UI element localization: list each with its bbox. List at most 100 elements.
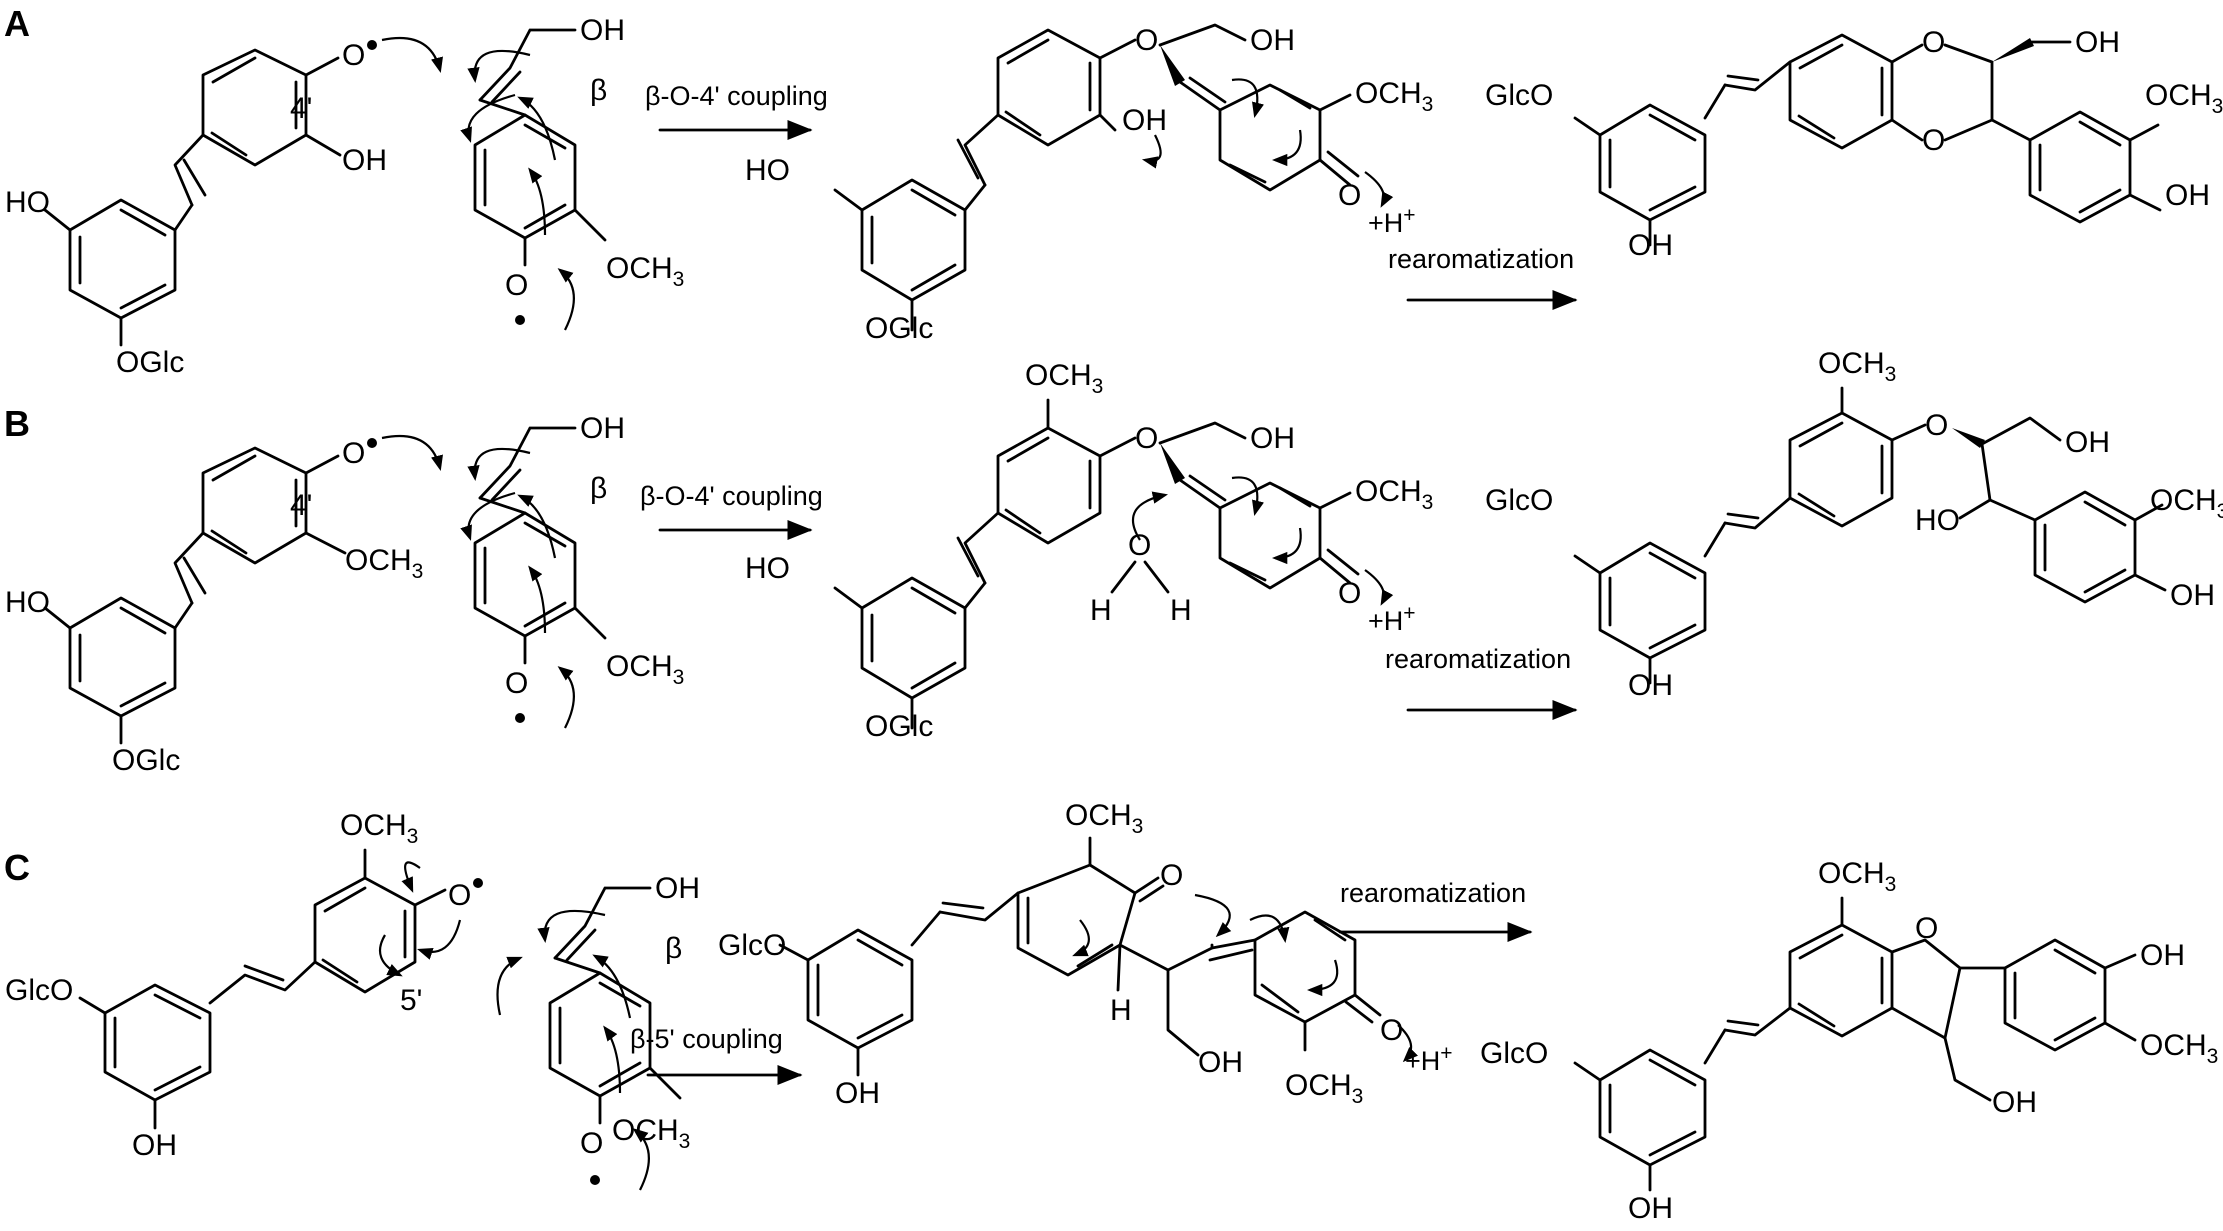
label-oh: OH [1992,1086,2037,1119]
radical-dot-icon [515,713,525,723]
curly-arrow-icon [1249,914,1290,944]
step-label-coupling: β-5' coupling [630,1024,783,1054]
label-o: O [505,667,528,700]
curly-arrow-icon [528,565,547,634]
curly-arrow-icon [557,666,575,729]
step-label-rearomatization: rearomatization [1340,878,1526,908]
label-oh: OH [1250,24,1295,57]
label-h: H [1170,594,1192,627]
label-o: O [1135,24,1158,57]
label-och3: OCH3 [1818,857,1896,896]
stilbene-radical-b: O 4' OCH3 HO OGlc [5,437,423,777]
stilbene-radical-a: O 4' OH HO OGlc [5,39,387,379]
curly-arrow-icon [467,447,531,482]
label-ho: HO [745,552,790,585]
label-o: O [1922,26,1945,59]
coniferyl-radical-a: OH β OCH3 O [473,14,684,325]
label-och3: OCH3 [2140,1029,2218,1068]
label-oh: OH [132,1129,177,1162]
label-oh: OH [1122,104,1167,137]
curly-arrow-icon [1231,476,1264,516]
label-o: O [1338,179,1361,212]
label-och3: OCH3 [1355,77,1433,116]
electron-flow-c [378,861,650,1191]
curly-arrow-icon [528,167,547,236]
label-oh: OH [1628,1192,1673,1225]
curly-arrow-icon [460,93,516,143]
label-oh: OH [580,14,625,47]
label-och3: OCH3 [345,544,423,583]
curly-arrow-icon [401,861,421,893]
label-o: O [1135,422,1158,455]
curly-arrow-icon [517,494,557,559]
curly-arrow-icon [417,919,462,960]
label-glco: GlcO [1480,1037,1548,1070]
label-och3: OCH3 [612,1114,690,1153]
label-och3: OCH3 [1025,359,1103,398]
step-label-rearomatization: rearomatization [1385,644,1571,674]
curly-arrow-icon [1194,893,1232,938]
label-oh: OH [580,412,625,445]
curly-arrow-icon [381,434,443,471]
label-4prime: 4' [290,92,312,125]
curly-arrow-icon [1131,491,1169,541]
label-h: H [1090,594,1112,627]
label-och3: OCH3 [1355,475,1433,514]
label-oglc: OGlc [865,312,933,345]
label-oglc: OGlc [116,346,184,379]
dihydrobenzofuran-product-c: OCH3 O OH OH OCH3 GlcO OH [1480,857,2218,1225]
label-glco: GlcO [1485,484,1553,517]
label-5prime: 5' [400,984,422,1017]
quinone-methide-b: OCH3 O OH OCH3 O H O H HO OGlc +H+ [745,359,1433,743]
label-och3: OCH3 [606,650,684,689]
electron-flow-b [381,434,575,729]
label-oglc: OGlc [865,710,933,743]
label-o: O [1925,409,1948,442]
label-proton: +H+ [1405,1042,1453,1076]
curly-arrow-icon [1072,919,1090,957]
label-ho: HO [1915,504,1960,537]
label-o: O [448,879,471,912]
curly-arrow-icon [460,491,516,541]
stilbene-radical-c: OCH3 O 5' GlcO OH [5,809,483,1162]
quinone-methide-a: O OH OCH3 O OH HO OGlc +H+ [745,23,1433,345]
label-och3: OCH3 [2145,79,2223,118]
step-label-coupling: β-O-4' coupling [640,481,823,511]
label-proton: +H+ [1368,602,1416,636]
panel-c: C OCH3 O 5' GlcO OH OH β OCH3 O [4,799,2218,1225]
label-oh: OH [2165,179,2210,212]
label-o: O [1380,1014,1403,1047]
curly-arrow-icon [603,1025,622,1094]
panel-b: B O 4' OCH3 HO OGlc OH β OCH3 O [4,347,2223,777]
label-o: O [1915,912,1938,945]
label-oglc: OGlc [112,744,180,777]
label-oh: OH [2075,26,2120,59]
benzodioxane-product-a: O O OH OCH3 OH GlcO OH [1485,26,2223,262]
curly-arrow-icon [381,36,443,73]
panel-letter-b: B [4,403,30,444]
label-o: O [342,437,365,470]
label-oh: OH [1628,229,1673,262]
glycerol-ether-product-b: OCH3 O OH HO OCH3 OH GlcO OH [1485,347,2223,702]
radical-dot-icon [590,1175,600,1185]
label-proton: +H+ [1368,204,1416,238]
curly-arrow-icon [1271,527,1302,565]
label-ho: HO [5,186,50,219]
radical-dot-icon [515,315,525,325]
quinone-methide-c: OCH3 O H OH O OCH3 GlcO OH +H+ [718,799,1453,1110]
curly-arrow-icon [1141,134,1162,169]
curly-arrow-icon [537,909,606,944]
label-och3: OCH3 [2150,484,2223,523]
label-oh: OH [655,872,700,905]
curly-arrow-icon [632,1128,650,1191]
label-glco: GlcO [718,929,786,962]
panel-a: A O 4' OH HO OGlc [4,3,2223,379]
label-beta: β [590,472,607,505]
curly-arrow-icon [1231,78,1264,118]
radical-dot-icon [367,40,377,50]
label-och3: OCH3 [340,809,418,848]
electron-flow-a [381,36,575,331]
label-beta: β [590,74,607,107]
label-o: O [1128,529,1151,562]
